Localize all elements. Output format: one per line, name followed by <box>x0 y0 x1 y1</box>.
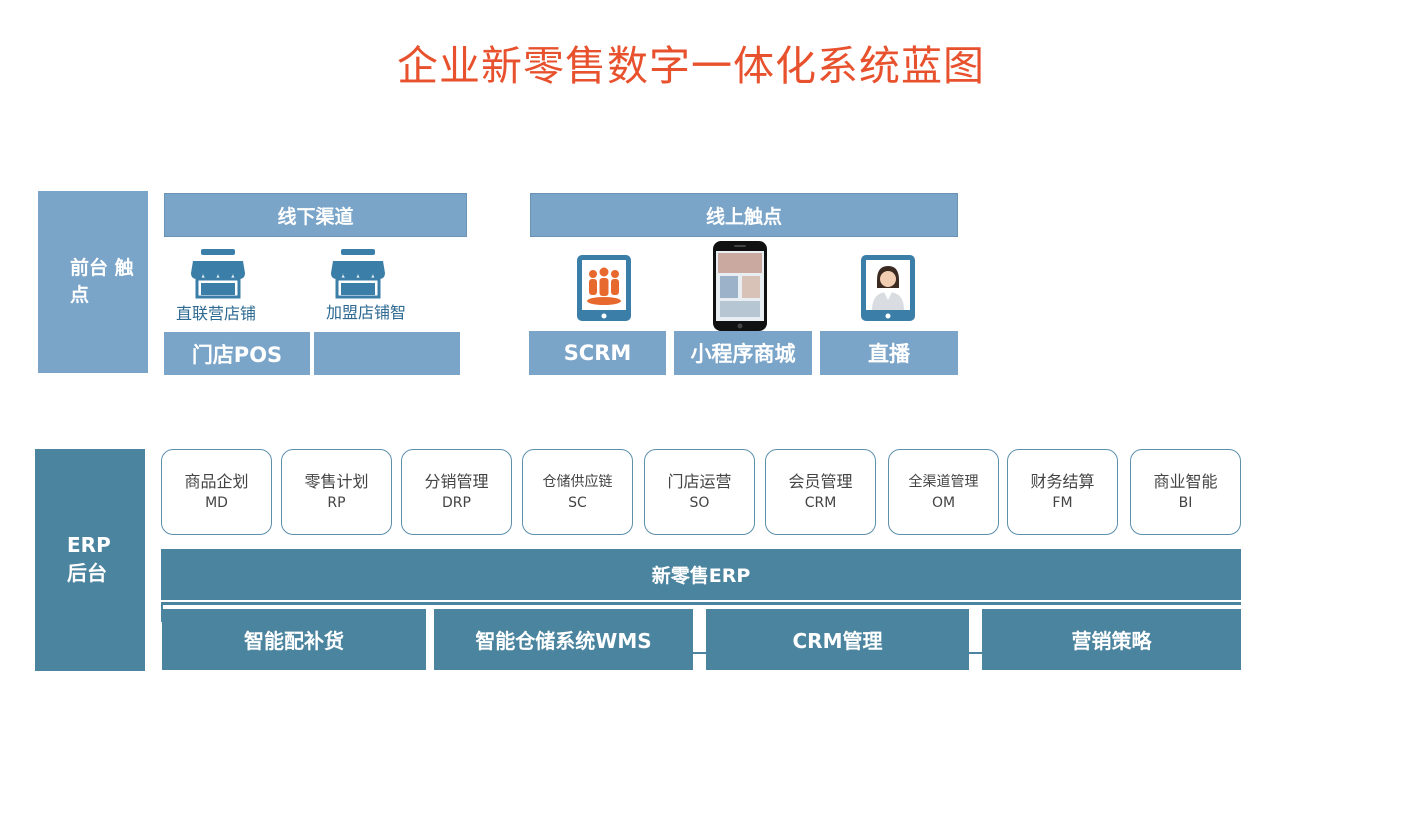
module-cn-label: 分销管理 <box>424 472 489 491</box>
live-stream-box: 直播 <box>820 331 958 375</box>
front-side-panel: 前台 触 点 <box>38 191 148 373</box>
module-rp: 零售计划 RP <box>281 449 392 535</box>
connector-line <box>161 602 1241 605</box>
page-title: 企业新零售数字一体化系统蓝图 <box>397 42 985 90</box>
module-en-label: SC <box>568 495 587 511</box>
smart-wms-box: 智能仓储系统WMS <box>434 609 693 670</box>
smart-replenishment-box: 智能配补货 <box>162 609 426 670</box>
tablet-team-icon <box>577 255 631 321</box>
marketing-strategy-box: 营销策略 <box>982 609 1241 670</box>
store-icon <box>331 249 385 299</box>
tablet-host-icon <box>861 255 915 321</box>
module-en-label: DRP <box>442 495 471 511</box>
module-cn-label: 财务结算 <box>1030 472 1095 491</box>
smartphone-icon <box>713 241 767 331</box>
module-en-label: CRM <box>804 495 837 511</box>
module-om: 全渠道管理 OM <box>888 449 999 535</box>
module-en-label: FM <box>1052 495 1073 511</box>
erp-side-panel: ERP 后台 <box>35 449 145 671</box>
module-md: 商品企划 MD <box>161 449 272 535</box>
module-cn-label: 仓储供应链 <box>542 474 613 490</box>
module-cn-label: 会员管理 <box>788 472 853 491</box>
module-cn-label: 商品企划 <box>184 472 249 491</box>
online-touchpoint-header: 线上触点 <box>530 193 958 237</box>
blank-box <box>314 332 460 375</box>
module-cn-label: 零售计划 <box>304 472 369 491</box>
store-icon <box>191 249 245 299</box>
module-bi: 商业智能 BI <box>1130 449 1241 535</box>
module-cn-label: 门店运营 <box>667 472 732 491</box>
module-en-label: RP <box>327 495 346 511</box>
module-cn-label: 全渠道管理 <box>908 474 979 490</box>
module-cn-label: 商业智能 <box>1153 472 1218 491</box>
module-sc: 仓储供应链 SC <box>522 449 633 535</box>
store1-caption: 直联营店铺 <box>176 304 257 323</box>
module-en-label: OM <box>931 495 956 511</box>
new-retail-erp-band: 新零售ERP <box>161 549 1241 600</box>
mini-program-mall-box: 小程序商城 <box>674 331 812 375</box>
module-so: 门店运营 SO <box>644 449 755 535</box>
module-fm: 财务结算 FM <box>1007 449 1118 535</box>
store-pos-box: 门店POS <box>164 332 310 375</box>
erp-side-label-line1: ERP <box>67 533 111 557</box>
store2-caption: 加盟店铺智 <box>326 303 407 322</box>
module-en-label: BI <box>1178 495 1193 511</box>
module-drp: 分销管理 DRP <box>401 449 512 535</box>
front-side-label-line1: 前台 触 <box>70 257 134 279</box>
offline-channel-header: 线下渠道 <box>164 193 467 237</box>
crm-management-box: CRM管理 <box>706 609 969 670</box>
erp-side-label-line2: 后台 <box>67 561 107 585</box>
module-crm: 会员管理 CRM <box>765 449 876 535</box>
scrm-box: SCRM <box>529 331 666 375</box>
module-en-label: SO <box>689 495 710 511</box>
module-en-label: MD <box>205 495 228 511</box>
front-side-label-line2: 点 <box>70 284 90 306</box>
